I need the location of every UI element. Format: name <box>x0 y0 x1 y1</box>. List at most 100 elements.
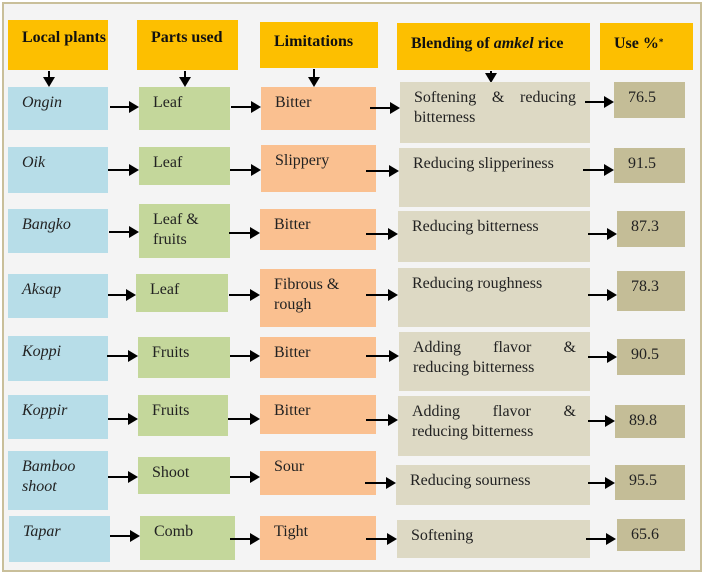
part-box: Leaf <box>136 274 228 312</box>
right-arrow-icon <box>230 164 261 176</box>
right-arrow-icon <box>107 350 138 362</box>
use-value: 91.5 <box>628 155 656 172</box>
part-label: Leaf <box>150 281 180 298</box>
down-arrow-icon <box>43 71 55 87</box>
right-arrow-icon <box>230 471 260 483</box>
limitation-label: Slippery <box>275 152 330 169</box>
right-arrow-icon <box>108 471 138 483</box>
use-value: 89.8 <box>629 412 657 429</box>
right-arrow-icon <box>231 101 261 113</box>
right-arrow-icon <box>109 226 139 238</box>
limitation-box: Bitter <box>260 337 376 378</box>
part-label: Shoot <box>152 464 190 481</box>
right-arrow-icon <box>588 289 617 301</box>
plant-name: Tapar <box>23 523 61 540</box>
plant-name: Ongin <box>22 94 62 111</box>
limitation-label: Fibrous & rough <box>274 276 340 313</box>
blending-label: Adding flavor & reducing bitterness <box>412 403 576 440</box>
part-box: Leaf <box>139 87 230 130</box>
use-value: 95.5 <box>629 472 657 489</box>
right-arrow-icon <box>588 351 617 363</box>
part-box: Leaf <box>139 147 230 185</box>
right-arrow-icon <box>366 533 397 545</box>
part-label: Leaf <box>153 154 183 171</box>
part-box: Leaf & fruits <box>139 204 230 258</box>
blending-label: Softening & reducing bitterness <box>414 89 576 126</box>
right-arrow-icon <box>588 415 615 427</box>
limitation-box: Sour <box>260 451 376 495</box>
part-box: Shoot <box>138 457 230 494</box>
use-value: 78.3 <box>631 278 659 295</box>
limitation-label: Tight <box>274 523 309 540</box>
part-label: Comb <box>154 523 194 540</box>
header-blending: Blending of amkel rice <box>397 23 590 70</box>
blending-label: Softening <box>411 527 474 544</box>
right-arrow-icon <box>110 530 140 542</box>
header-use-percent: Use %* <box>600 23 693 70</box>
use-value-box: 91.5 <box>614 148 685 183</box>
right-arrow-icon <box>366 350 399 362</box>
header-use-percent-label: Use % <box>614 35 659 52</box>
use-value-box: 78.3 <box>617 271 685 311</box>
use-value-box: 89.8 <box>615 405 685 438</box>
use-value: 76.5 <box>628 89 656 106</box>
blending-label: Reducing sourness <box>410 472 531 489</box>
blending-box: Reducing sourness <box>396 465 590 505</box>
plant-name: Koppi <box>22 343 62 360</box>
plant-box: Bamboo shoot <box>8 451 108 510</box>
use-value-box: 87.3 <box>617 211 685 247</box>
limitation-box: Bitter <box>260 395 376 434</box>
limitation-box: Bitter <box>261 87 376 130</box>
blending-box: Softening <box>397 520 590 558</box>
plant-name: Bamboo shoot <box>22 458 76 495</box>
right-arrow-icon <box>110 101 139 113</box>
header-blending-suffix: rice <box>533 35 564 52</box>
plant-box: Koppi <box>8 336 108 381</box>
plant-box: Oik <box>8 147 108 193</box>
blending-label: Reducing bitterness <box>412 218 539 235</box>
right-arrow-icon <box>108 289 136 301</box>
blending-box: Reducing roughness <box>398 268 590 327</box>
use-value-box: 90.5 <box>617 339 685 375</box>
use-value: 90.5 <box>631 346 659 363</box>
plant-box: Aksap <box>8 274 108 318</box>
right-arrow-icon <box>229 227 260 239</box>
part-label: Leaf & fruits <box>153 211 199 248</box>
down-arrow-icon <box>485 71 497 83</box>
plant-box: Koppir <box>8 395 108 439</box>
blending-box: Adding flavor & reducing bitterness <box>399 332 590 391</box>
right-arrow-icon <box>365 477 396 489</box>
part-label: Fruits <box>152 344 190 361</box>
limitation-box: Tight <box>260 516 376 560</box>
plant-name: Bangko <box>22 216 71 233</box>
limitation-box: Fibrous & rough <box>260 269 376 327</box>
limitation-box: Bitter <box>260 209 376 250</box>
part-label: Fruits <box>152 402 190 419</box>
part-box: Comb <box>140 516 235 560</box>
use-value-box: 76.5 <box>614 82 685 118</box>
plant-name: Oik <box>22 154 46 171</box>
right-arrow-icon <box>588 477 615 489</box>
header-limitations: Limitations <box>260 22 378 68</box>
down-arrow-icon <box>179 71 191 87</box>
plant-box: Ongin <box>8 87 108 130</box>
plant-box: Tapar <box>9 516 110 562</box>
plant-box: Bangko <box>8 209 108 253</box>
right-arrow-icon <box>588 228 617 240</box>
right-arrow-icon <box>228 413 260 425</box>
header-limitations-label: Limitations <box>274 33 354 50</box>
limitation-label: Bitter <box>274 344 311 361</box>
limitation-label: Bitter <box>274 402 311 419</box>
header-blending-prefix: Blending of <box>411 35 494 52</box>
limitation-label: Bitter <box>274 216 311 233</box>
part-label: Leaf <box>153 94 183 111</box>
use-value: 65.6 <box>631 526 659 543</box>
right-arrow-icon <box>108 164 139 176</box>
header-local-plants: Local plants <box>8 20 108 70</box>
header-parts-used-label: Parts used <box>151 29 223 46</box>
use-value-box: 95.5 <box>615 465 685 500</box>
right-arrow-icon <box>585 96 614 108</box>
blending-label: Reducing slipperiness <box>413 155 554 172</box>
header-local-plants-label: Local plants <box>22 29 107 46</box>
header-parts-used: Parts used <box>137 20 238 70</box>
